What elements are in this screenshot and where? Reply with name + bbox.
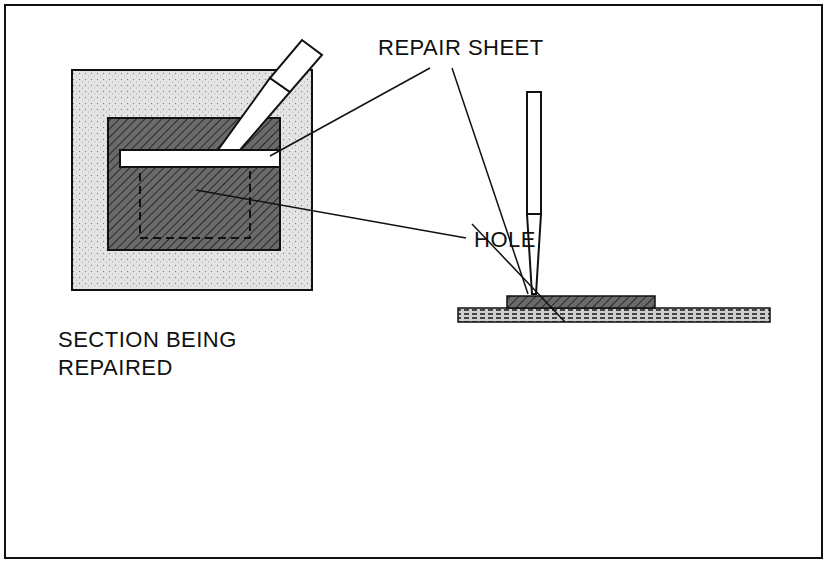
iron-tip	[527, 214, 541, 294]
panel-section	[72, 70, 312, 290]
heated-strip	[120, 150, 280, 167]
repair-sheet	[507, 296, 655, 308]
part-label: REPAIR SHEET	[378, 34, 598, 62]
iron-handle	[270, 40, 322, 92]
repair-sheet	[108, 118, 280, 250]
leader-line	[452, 68, 528, 294]
caption-label: SECTION BEING REPAIRED	[58, 326, 258, 382]
hole-outline	[140, 164, 250, 238]
part-label: HOLE	[474, 226, 574, 254]
frame	[5, 5, 822, 558]
iron-tip	[218, 78, 290, 150]
leader-line	[196, 190, 466, 238]
panel-section	[458, 308, 770, 322]
leader-line	[270, 68, 430, 156]
iron-rod	[527, 92, 541, 214]
